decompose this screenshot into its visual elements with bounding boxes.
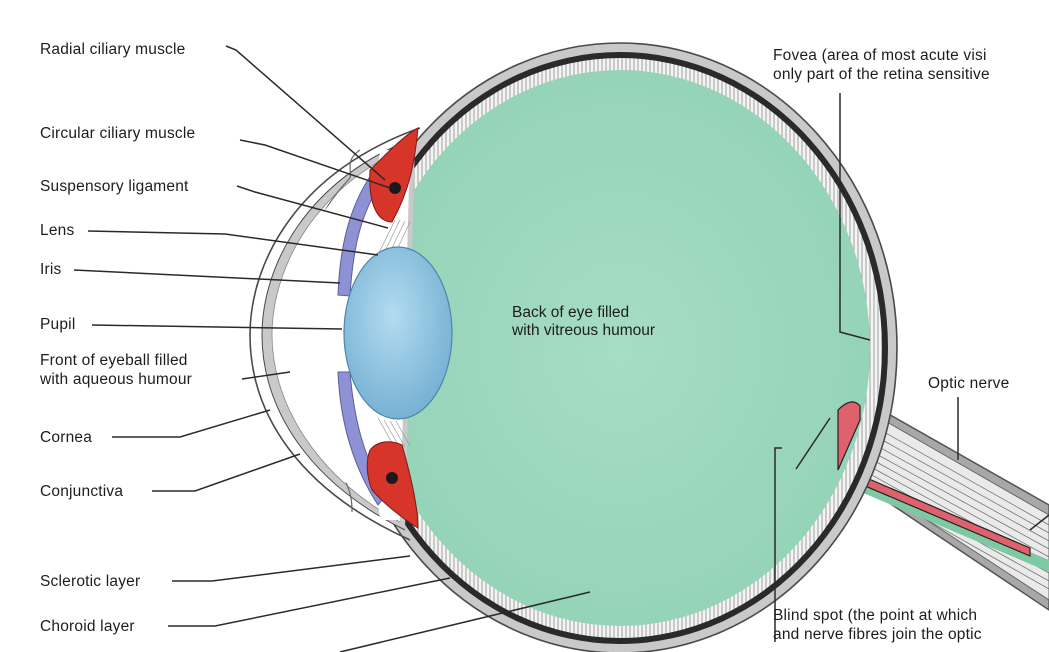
label-optic-nerve: Optic nerve: [928, 374, 1009, 393]
label-suspensory-ligament: Suspensory ligament: [40, 177, 189, 196]
label-iris: Iris: [40, 260, 61, 279]
lens-shape: [344, 247, 452, 419]
label-front-of-eyeball: Front of eyeball filled with aqueous hum…: [40, 351, 192, 389]
label-pupil: Pupil: [40, 315, 75, 334]
label-cornea: Cornea: [40, 428, 92, 447]
label-choroid-layer: Choroid layer: [40, 617, 135, 636]
label-fovea: Fovea (area of most acute visi only part…: [773, 46, 990, 84]
label-conjunctiva: Conjunctiva: [40, 482, 123, 501]
label-lens: Lens: [40, 221, 74, 240]
label-circular-ciliary-muscle: Circular ciliary muscle: [40, 124, 195, 143]
label-radial-ciliary-muscle: Radial ciliary muscle: [40, 40, 185, 59]
label-blind-spot: Blind spot (the point at which and nerve…: [773, 606, 982, 644]
label-vitreous-humour: Back of eye filled with vitreous humour: [512, 304, 655, 340]
label-sclerotic-layer: Sclerotic layer: [40, 572, 140, 591]
